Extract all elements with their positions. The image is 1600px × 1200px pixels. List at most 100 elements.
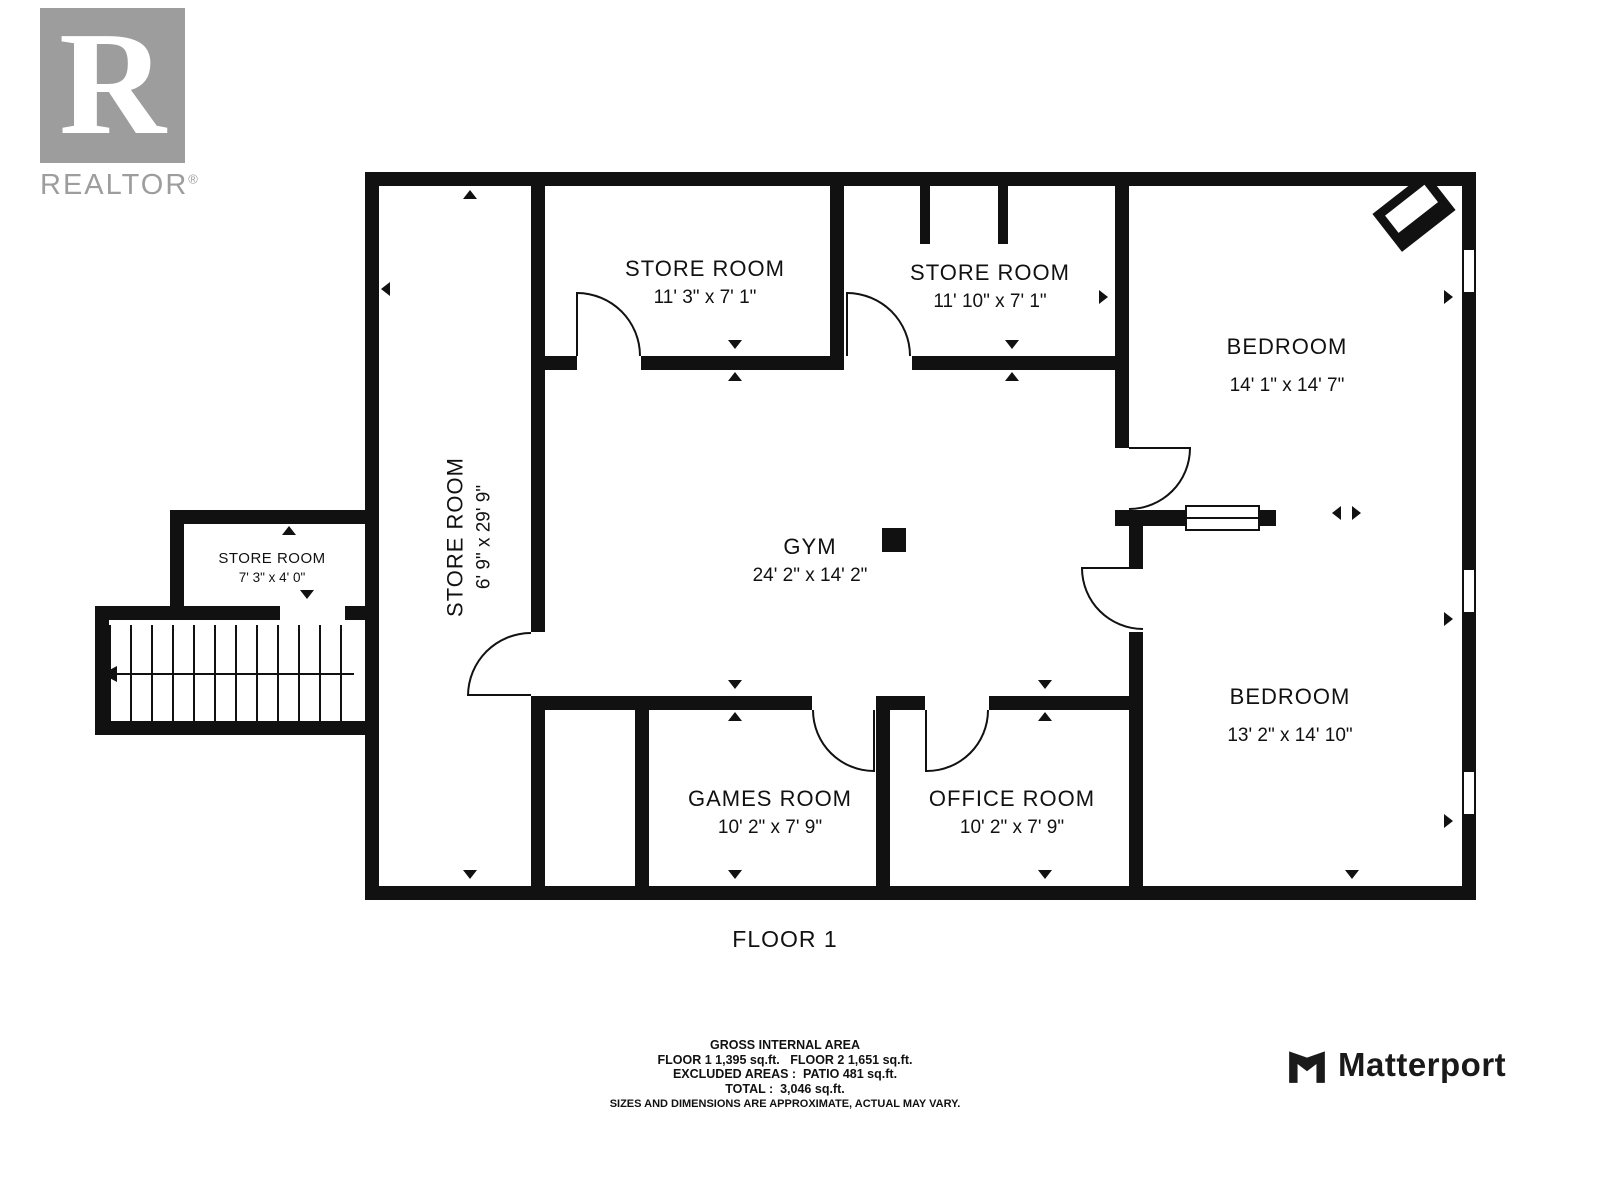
room-label-bedroom-1: BEDROOM 14' 1" x 14' 7" <box>1227 334 1348 397</box>
door-arc-icon <box>812 710 874 772</box>
tick-icon <box>728 870 742 879</box>
tick-icon <box>728 340 742 349</box>
total-area: TOTAL : 3,046 sq.ft. <box>725 1081 845 1096</box>
room-name: BEDROOM <box>1229 684 1351 709</box>
stairs-arrow-head-icon <box>102 666 117 682</box>
tick-icon <box>282 526 296 535</box>
tick-icon <box>463 870 477 879</box>
wall-segment <box>635 696 649 900</box>
matterport-logo: Matterport <box>1286 1044 1506 1086</box>
tick-icon <box>1444 612 1453 626</box>
window-icon <box>1462 248 1476 294</box>
tick-icon <box>728 680 742 689</box>
tick-icon <box>463 190 477 199</box>
door-arc-icon <box>1129 448 1191 510</box>
wall-segment <box>998 186 1008 244</box>
wall-segment <box>920 186 930 244</box>
room-label-store-room-tall: STORE ROOM 6' 9" x 29' 9" <box>443 457 496 617</box>
room-name: STORE ROOM <box>218 550 326 567</box>
wall-segment <box>1129 632 1143 900</box>
realtor-logo: R REALTOR® <box>40 8 200 202</box>
wall-segment <box>989 696 1143 710</box>
wall-segment <box>876 696 890 900</box>
wall-segment <box>365 886 545 900</box>
wall-segment <box>170 606 280 620</box>
wall-segment <box>531 186 545 632</box>
wall-segment <box>345 606 379 620</box>
disclaimer: SIZES AND DIMENSIONS ARE APPROXIMATE, AC… <box>609 1098 961 1110</box>
tick-icon <box>1444 814 1453 828</box>
tick-icon <box>1099 290 1108 304</box>
wall-segment <box>1115 186 1129 448</box>
room-dims: 13' 2" x 14' 10" <box>1227 725 1353 746</box>
tick-icon <box>1038 680 1052 689</box>
room-label-gym: GYM 24' 2" x 14' 2" <box>753 534 868 587</box>
room-dims: 11' 3" x 7' 1" <box>653 287 757 308</box>
tick-icon <box>1352 506 1361 520</box>
closet-shelf-icon <box>1185 505 1260 531</box>
room-name: STORE ROOM <box>442 457 468 617</box>
wall-segment <box>95 721 365 735</box>
wall-segment <box>1129 524 1143 568</box>
realtor-r-letter: R <box>59 2 166 166</box>
door-arc-icon <box>467 632 531 696</box>
tick-icon <box>1038 712 1052 721</box>
room-label-office-room: OFFICE ROOM 10' 2" x 7' 9" <box>929 786 1095 839</box>
tick-icon <box>1444 290 1453 304</box>
wall-segment <box>365 172 1476 186</box>
tick-icon <box>300 590 314 599</box>
room-name: STORE ROOM <box>625 256 785 281</box>
room-label-games-room: GAMES ROOM 10' 2" x 7' 9" <box>688 786 852 839</box>
tick-icon <box>1345 870 1359 879</box>
tick-icon <box>728 372 742 381</box>
wall-segment <box>170 510 184 620</box>
tick-icon <box>1005 372 1019 381</box>
wall-segment <box>545 886 1476 900</box>
room-dims: 11' 10" x 7' 1" <box>933 291 1047 312</box>
room-dims: 6' 9" x 29' 9" <box>473 484 495 590</box>
room-label-bedroom-2: BEDROOM 13' 2" x 14' 10" <box>1227 684 1352 747</box>
realtor-text: REALTOR <box>40 169 189 201</box>
excluded-areas: EXCLUDED AREAS : PATIO 481 sq.ft. <box>672 1067 898 1081</box>
wall-segment <box>1462 172 1476 900</box>
room-dims: 7' 3" x 4' 0" <box>238 570 306 585</box>
wall-segment <box>365 172 379 900</box>
window-icon <box>1462 568 1476 614</box>
wall-segment <box>830 186 844 370</box>
tick-icon <box>1332 506 1341 520</box>
floor-areas: FLOOR 1 1,395 sq.ft. FLOOR 2 1,651 sq.ft… <box>657 1052 913 1067</box>
room-name: STORE ROOM <box>910 260 1070 285</box>
room-dims: 10' 2" x 7' 9" <box>959 817 1065 838</box>
wall-segment <box>545 696 812 710</box>
wall-segment <box>95 606 170 620</box>
room-name: GAMES ROOM <box>687 786 853 811</box>
room-label-store-room-b: STORE ROOM 11' 10" x 7' 1" <box>910 260 1070 313</box>
registered-mark: ® <box>188 171 200 187</box>
stairs-direction-arrow <box>116 673 354 675</box>
wall-segment <box>545 356 577 370</box>
room-dims: 14' 1" x 14' 7" <box>1229 375 1345 396</box>
room-dims: 10' 2" x 7' 9" <box>717 817 823 838</box>
room-name: OFFICE ROOM <box>928 786 1096 811</box>
door-arc-icon <box>847 292 911 356</box>
tick-icon <box>381 282 390 296</box>
room-name: GYM <box>783 534 837 559</box>
area-summary: GROSS INTERNAL AREA FLOOR 1 1,395 sq.ft.… <box>610 1038 961 1112</box>
wall-segment <box>531 696 545 900</box>
room-name: BEDROOM <box>1226 334 1348 359</box>
door-leaf <box>925 710 927 772</box>
room-dims: 24' 2" x 14' 2" <box>752 565 868 586</box>
wall-segment <box>641 356 830 370</box>
matterport-icon <box>1289 1051 1325 1083</box>
door-leaf <box>873 710 875 772</box>
tick-icon <box>1038 870 1052 879</box>
tick-icon <box>728 712 742 721</box>
matterport-wordmark: Matterport <box>1338 1046 1507 1083</box>
floor-title: FLOOR 1 <box>732 926 838 952</box>
wall-segment <box>170 510 379 524</box>
window-icon <box>1462 770 1476 816</box>
wall-segment <box>1258 510 1276 526</box>
area-summary-heading: GROSS INTERNAL AREA <box>709 1038 860 1052</box>
room-label-store-room-a: STORE ROOM 11' 3" x 7' 1" <box>625 256 785 309</box>
realtor-wordmark: REALTOR® <box>40 169 200 202</box>
